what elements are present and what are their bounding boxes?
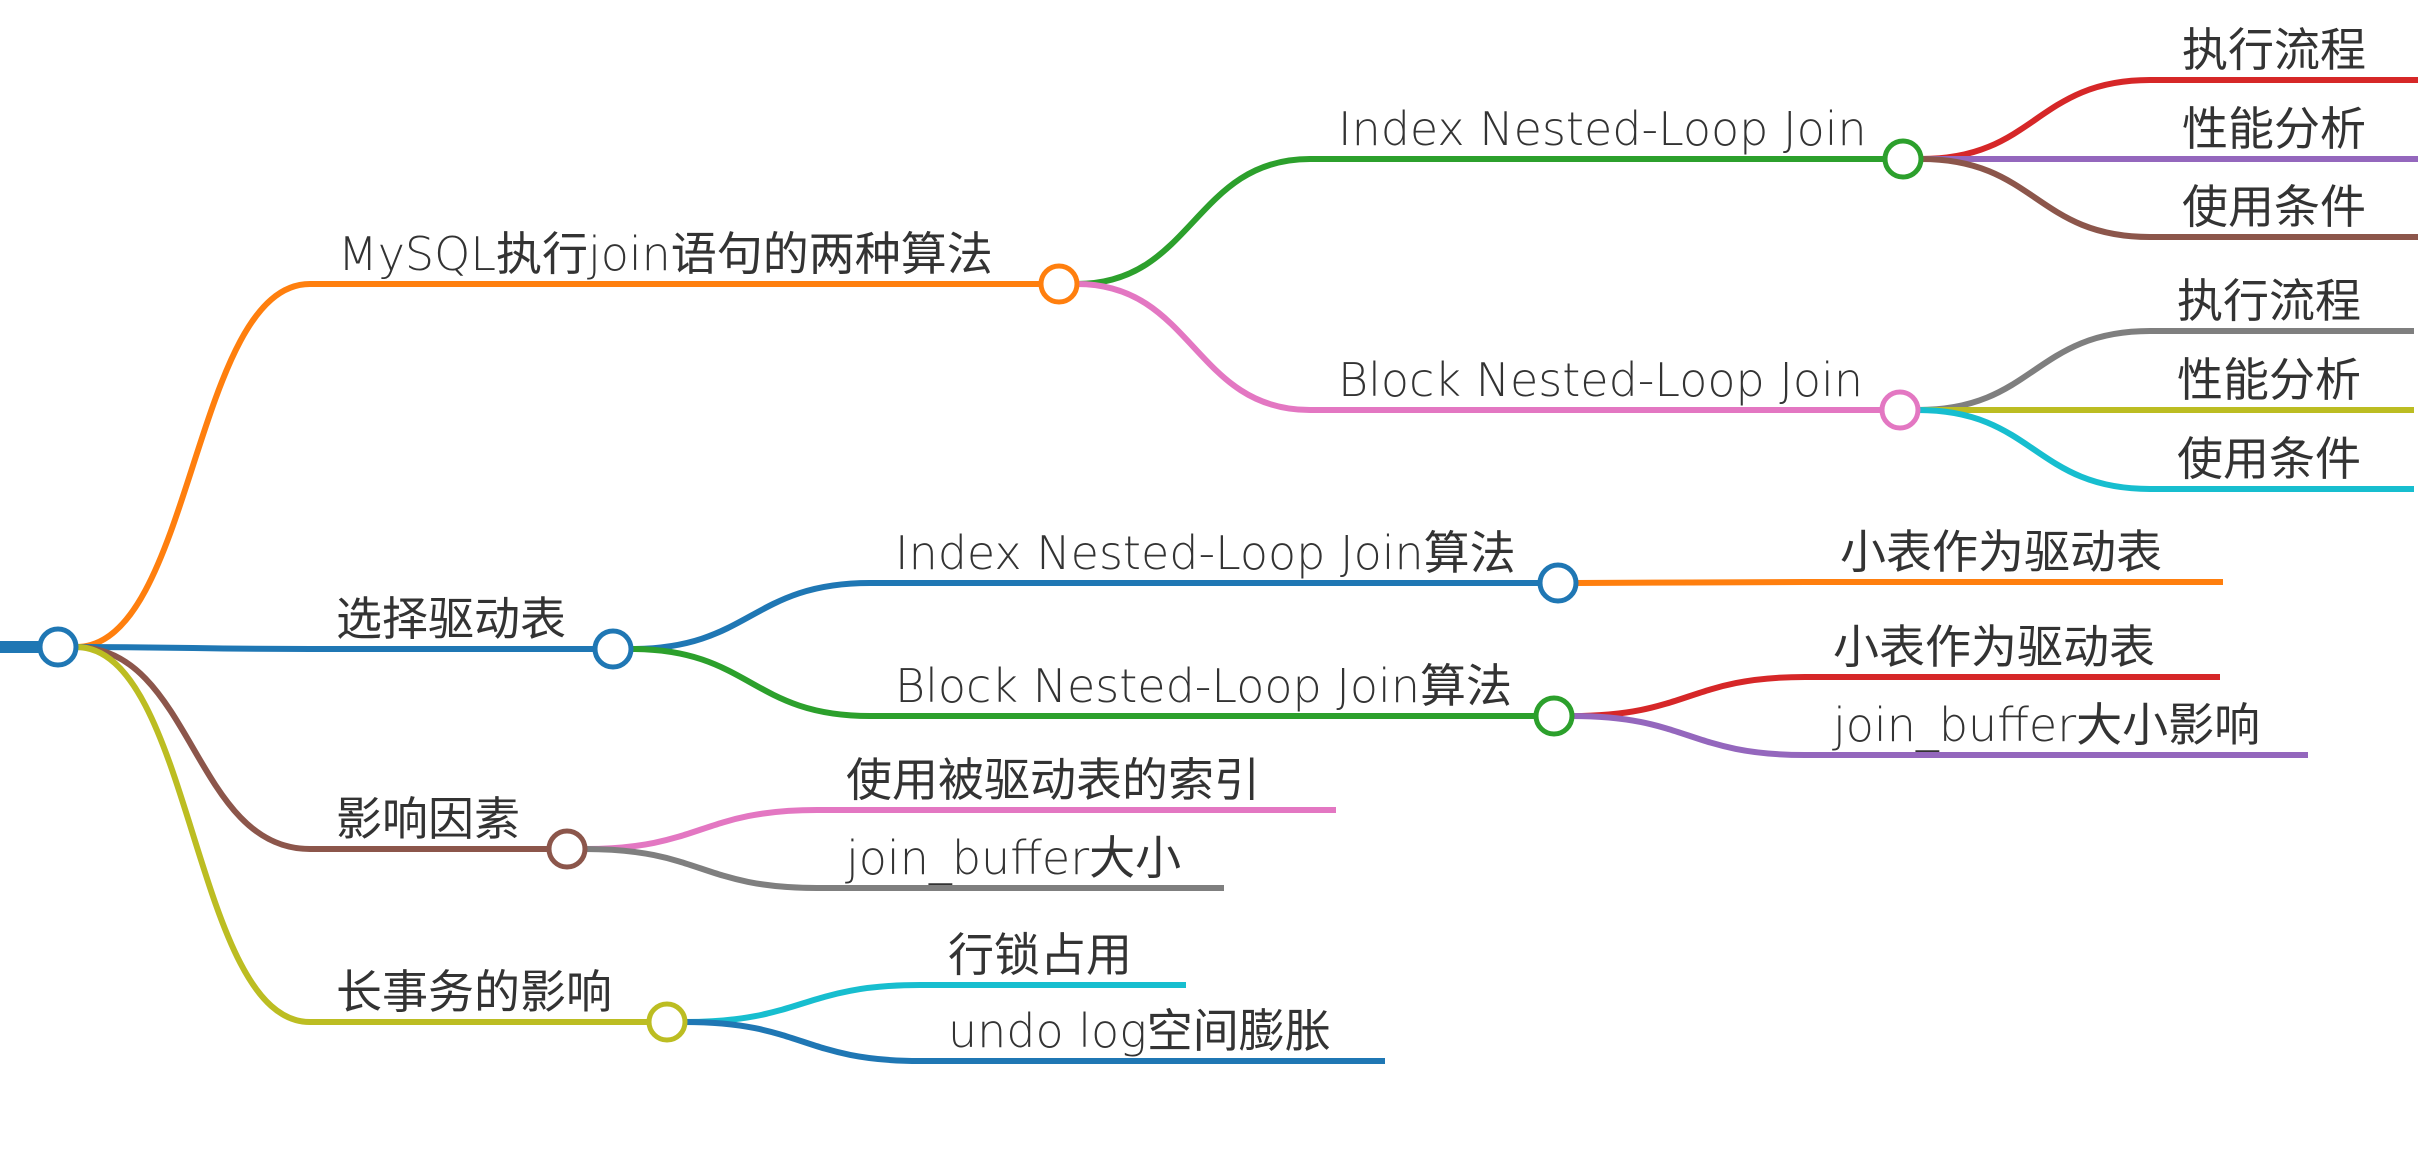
node-label-factors-buffer[interactable]: join_buffer大小: [845, 831, 1181, 885]
edge-factors-buffer: [584, 846, 1224, 891]
node-label-factors[interactable]: 影响因素: [336, 792, 520, 846]
edge-driver-bnlj-buffer: [1571, 713, 2308, 758]
edge-factors: [75, 644, 549, 852]
collapse-toggle-bnlj[interactable]: [1879, 389, 1921, 431]
node-label-bnlj-perf[interactable]: 性能分析: [2177, 353, 2361, 407]
node-label-driver-inlj[interactable]: Index Nested-Loop Join算法: [895, 526, 1516, 580]
collapse-toggle-longtx[interactable]: [646, 1001, 688, 1043]
edge-bnlj-flow: [1917, 328, 2414, 413]
collapse-toggle-driver-inlj[interactable]: [1537, 562, 1579, 604]
node-label-algorithms[interactable]: MySQL执行join语句的两种算法: [338, 227, 993, 281]
node-label-longtx-lock[interactable]: 行锁占用: [948, 928, 1132, 982]
edge-inlj-flow: [1920, 77, 2418, 162]
node-label-driver-bnlj-buffer[interactable]: join_buffer大小影响: [1832, 698, 2260, 752]
node-label-longtx-undo[interactable]: undo log空间膨胀: [948, 1004, 1331, 1058]
node-label-driver[interactable]: 选择驱动表: [336, 592, 566, 646]
root-stub-bar: [0, 641, 40, 653]
labels-layer: MySQL执行join语句的两种算法 Index Nested-Loop Join…: [336, 23, 2366, 1058]
collapse-toggle-driver[interactable]: [592, 628, 634, 670]
edge-longtx: [75, 644, 649, 1025]
edge-driver-inlj-small: [1575, 579, 2223, 586]
edge-driver-bnlj-small: [1571, 674, 2220, 719]
node-label-longtx[interactable]: 长事务的影响: [336, 965, 612, 1019]
edge-algorithms: [75, 281, 1041, 650]
node-label-inlj[interactable]: Index Nested-Loop Join: [1338, 102, 1867, 156]
edge-longtx-undo: [684, 1019, 1385, 1064]
edge-factors-index: [584, 807, 1336, 852]
edge-bnlj-cond: [1917, 407, 2414, 492]
node-label-bnlj[interactable]: Block Nested-Loop Join: [1338, 353, 1863, 407]
node-label-driver-inlj-small[interactable]: 小表作为驱动表: [1840, 525, 2162, 579]
nodes-layer: [37, 138, 1924, 1043]
node-label-driver-bnlj[interactable]: Block Nested-Loop Join算法: [895, 659, 1512, 713]
node-label-bnlj-flow[interactable]: 执行流程: [2177, 274, 2361, 328]
edge-inlj: [1076, 156, 1885, 287]
edge-driver-bnlj: [630, 646, 1536, 719]
edge-driver: [75, 644, 595, 652]
edges-layer: [0, 77, 2418, 1064]
node-label-factors-index[interactable]: 使用被驱动表的索引: [846, 753, 1260, 807]
node-label-inlj-cond[interactable]: 使用条件: [2182, 180, 2366, 234]
node-label-driver-bnlj-small[interactable]: 小表作为驱动表: [1833, 620, 2155, 674]
collapse-toggle-factors[interactable]: [546, 828, 588, 870]
collapse-toggle-inlj[interactable]: [1882, 138, 1924, 180]
edge-inlj-cond: [1920, 156, 2418, 240]
root-node-toggle[interactable]: [37, 626, 79, 668]
collapse-toggle-driver-bnlj[interactable]: [1533, 695, 1575, 737]
node-label-bnlj-cond[interactable]: 使用条件: [2177, 432, 2361, 486]
edge-bnlj: [1076, 281, 1882, 413]
collapse-toggle-algorithms[interactable]: [1038, 263, 1080, 305]
edge-longtx-lock: [684, 982, 1186, 1025]
edge-driver-inlj: [630, 580, 1540, 652]
node-label-inlj-perf[interactable]: 性能分析: [2182, 102, 2366, 156]
node-label-inlj-flow[interactable]: 执行流程: [2182, 23, 2366, 77]
